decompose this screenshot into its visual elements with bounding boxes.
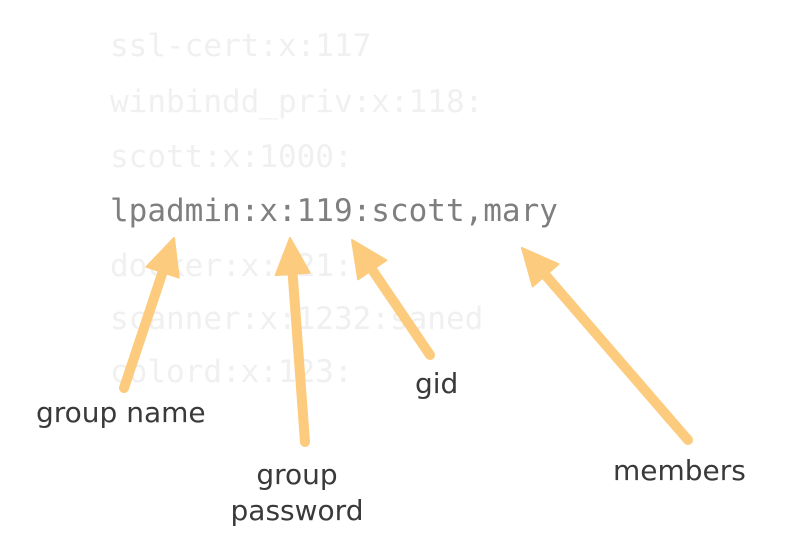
label-group-password-line1: group: [256, 458, 338, 491]
label-gid: gid: [415, 367, 459, 400]
group-line: ssl-cert:x:117: [110, 28, 372, 64]
label-group-name: group name: [36, 396, 206, 429]
group-line: colord:x:123:: [110, 354, 353, 390]
arrow-group-name-head: [145, 237, 180, 279]
group-line: winbindd_priv:x:118:: [110, 84, 484, 120]
arrow-gid-head: [351, 239, 388, 281]
arrow-gid-shaft: [364, 261, 435, 360]
arrow-group-name-shaft: [119, 263, 169, 393]
arrow-members-shaft: [537, 267, 693, 445]
arrow-group-password-shaft: [287, 264, 310, 447]
arrow-group-password-head: [274, 237, 311, 277]
arrow-members-head: [521, 247, 560, 288]
label-members: members: [613, 454, 746, 487]
highlighted-group-line: lpadmin:x:119:scott,mary: [110, 193, 558, 229]
group-line: scott:x:1000:: [110, 139, 353, 175]
label-group-password-line2: password: [230, 494, 364, 527]
label-group-password: group password: [222, 457, 372, 529]
